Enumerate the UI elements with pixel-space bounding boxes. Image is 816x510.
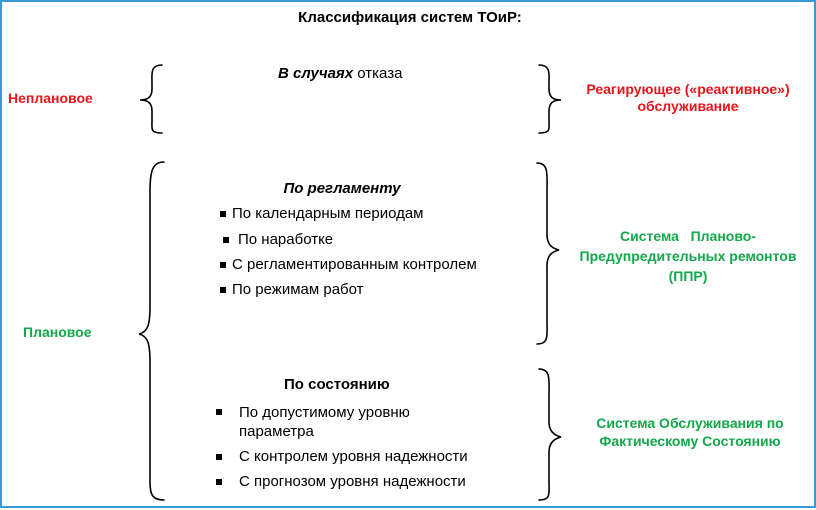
- result-ppr: Система Планово-Предупредительных ремонт…: [579, 228, 801, 284]
- category-planned: Плановое: [23, 324, 92, 340]
- diagram-title: Классификация систем ТОиР:: [298, 9, 522, 26]
- method-heading-failure-italic: В случаях: [278, 65, 354, 82]
- bullet-icon: [220, 287, 226, 293]
- list-item: По режимам работ: [220, 281, 364, 298]
- category-unplanned: Неплановое: [8, 90, 93, 106]
- list-item: С регламентированным контролем: [220, 256, 477, 273]
- list-item: По календарным периодам: [220, 205, 424, 222]
- bullet-icon: [220, 262, 226, 268]
- list-item: С контролем уровня надежности: [216, 448, 468, 465]
- list-item: По наработке: [223, 231, 333, 248]
- list-item: С прогнозом уровня надежности: [216, 473, 466, 490]
- method-heading-condition: По состоянию: [284, 376, 390, 393]
- method-heading-failure: В случаях отказа: [278, 65, 402, 82]
- left-brace-unplanned: [139, 64, 163, 134]
- right-brace-unplanned: [538, 64, 562, 134]
- left-brace-planned: [138, 161, 165, 501]
- result-condition: Система Обслуживания по Фактическому Сос…: [596, 415, 784, 449]
- bullet-icon: [220, 211, 226, 217]
- right-brace-condition: [538, 368, 562, 501]
- bullet-icon: [216, 409, 222, 415]
- bullet-icon: [223, 237, 229, 243]
- method-heading-regulation: По регламенту: [283, 180, 401, 197]
- result-reactive: Реагирующее («реактивное») обслуживание: [586, 81, 790, 114]
- right-brace-regulation: [536, 162, 560, 345]
- list-item: По допустимому уровню параметра: [216, 403, 476, 441]
- bullet-icon: [216, 479, 222, 485]
- method-heading-failure-rest: отказа: [353, 65, 403, 82]
- bullet-icon: [216, 454, 222, 460]
